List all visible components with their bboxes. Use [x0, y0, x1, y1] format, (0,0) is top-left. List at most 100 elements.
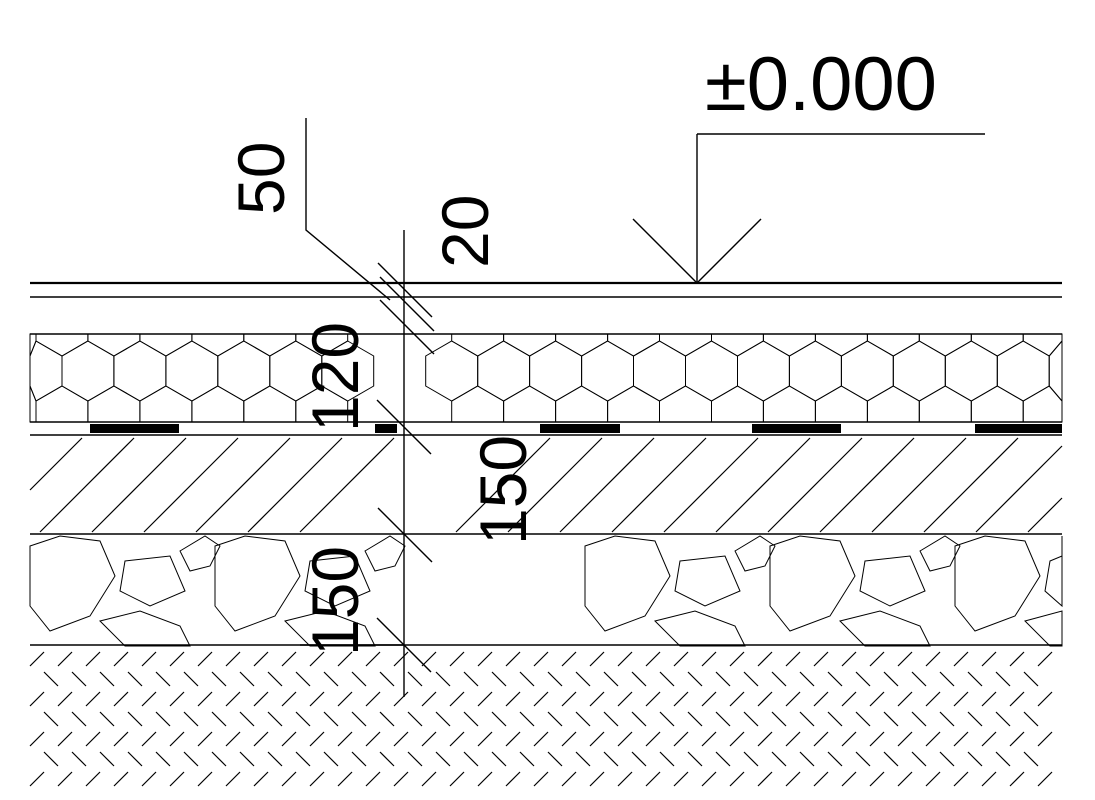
soil-hatch-stroke — [155, 711, 171, 727]
soil-hatch-stroke — [925, 691, 941, 707]
soil-hatch-stroke — [617, 731, 633, 747]
rubble-stone — [859, 555, 926, 607]
hexagon-cell — [814, 385, 868, 423]
soil-hatch-stroke — [281, 651, 297, 667]
soil-hatch-stroke — [813, 771, 829, 787]
hexagon-cell — [892, 340, 946, 402]
soil-hatch-stroke — [995, 711, 1011, 727]
soil-hatch-stroke — [603, 671, 619, 687]
soil-hatch-stroke — [869, 771, 885, 787]
soil-hatch-stroke — [29, 731, 45, 747]
soil-hatch-stroke — [1037, 731, 1053, 747]
hexagon-cell — [970, 385, 1024, 423]
soil-hatch-stroke — [799, 671, 815, 687]
soil-hatch-stroke — [253, 651, 269, 667]
soil-hatch-stroke — [351, 671, 367, 687]
soil-hatch-stroke — [939, 671, 955, 687]
soil-hatch-stroke — [127, 671, 143, 687]
soil-hatch-stroke — [491, 711, 507, 727]
soil-hatch-stroke — [897, 651, 913, 667]
soil-hatch-stroke — [435, 751, 451, 767]
soil-hatch-stroke — [43, 671, 59, 687]
soil-hatch-stroke — [57, 731, 73, 747]
concrete-hatch-line — [1027, 497, 1063, 533]
dimension-tick — [377, 262, 433, 318]
soil-hatch-stroke — [505, 771, 521, 787]
soil-hatch-stroke — [603, 751, 619, 767]
soil-hatch-stroke — [981, 731, 997, 747]
soil-hatch-stroke — [841, 651, 857, 667]
soil-hatch-stroke — [169, 771, 185, 787]
soil-hatch-stroke — [85, 731, 101, 747]
soil-hatch-stroke — [729, 771, 745, 787]
soil-hatch-stroke — [575, 751, 591, 767]
soil-hatch-stroke — [337, 731, 353, 747]
soil-hatch-stroke — [939, 711, 955, 727]
soil-hatch-stroke — [421, 771, 437, 787]
soil-hatch-stroke — [393, 691, 409, 707]
soil-hatch-stroke — [225, 731, 241, 747]
soil-hatch-stroke — [365, 771, 381, 787]
soil-hatch-stroke — [561, 771, 577, 787]
hexagon-cell — [217, 340, 271, 402]
dimension-label-50: 50 — [224, 142, 298, 215]
hexagon-cell — [685, 340, 738, 402]
soil-hatch-stroke — [295, 671, 311, 687]
hexagon-cell — [425, 340, 479, 402]
soil-hatch-stroke — [155, 751, 171, 767]
soil-hatch-stroke — [449, 651, 465, 667]
hexagon-cell — [607, 385, 660, 423]
soil-hatch-stroke — [113, 731, 129, 747]
membrane-dash — [752, 424, 841, 433]
soil-hatch-stroke — [645, 771, 661, 787]
soil-hatch-stroke — [869, 691, 885, 707]
elevation-arrow-left — [632, 218, 698, 284]
concrete-hatch-line — [143, 437, 239, 533]
soil-hatch-stroke — [323, 711, 339, 727]
concrete-hatch-line — [663, 437, 759, 533]
hexagon-cell — [762, 385, 816, 423]
rubble-stone — [654, 610, 746, 647]
soil-hatch-stroke — [1009, 731, 1025, 747]
soil-hatch-stroke — [421, 651, 437, 667]
soil-hatch-stroke — [1023, 671, 1039, 687]
soil-hatch-stroke — [449, 771, 465, 787]
soil-hatch-stroke — [393, 731, 409, 747]
hexagon-cell — [840, 340, 894, 402]
soil-hatch-stroke — [743, 751, 759, 767]
insulation-hexagon-pattern — [29, 333, 1063, 423]
rubble-stone — [674, 555, 741, 607]
concrete-hatch-line — [455, 437, 551, 533]
soil-hatch-stroke — [785, 651, 801, 667]
dimension-label-120: 120 — [298, 322, 372, 432]
membrane-dashes — [90, 424, 1062, 433]
soil-hatch-stroke — [407, 671, 423, 687]
soil-hatch-stroke — [99, 671, 115, 687]
soil-hatch-stroke — [29, 651, 45, 667]
soil-hatch-stroke — [561, 651, 577, 667]
soil-hatch-stroke — [477, 731, 493, 747]
soil-hatch-stroke — [393, 771, 409, 787]
soil-hatch-stroke — [267, 711, 283, 727]
concrete-hatch-line — [39, 437, 135, 533]
rubble-stone — [769, 535, 856, 632]
soil-hatch-stroke — [687, 711, 703, 727]
hexagon-cell — [737, 340, 790, 402]
soil-hatch-stroke — [757, 731, 773, 747]
concrete-hatch-line — [507, 437, 603, 533]
soil-hatch-stroke — [407, 751, 423, 767]
hexagon-cell — [944, 340, 998, 402]
hexagon-cell — [633, 340, 686, 402]
soil-hatch-stroke — [813, 651, 829, 667]
soil-hatch-stroke — [827, 671, 843, 687]
soil-hatch-stroke — [785, 771, 801, 787]
soil-hatch-stroke — [211, 751, 227, 767]
soil-hatch-stroke — [841, 771, 857, 787]
hexagon-cell — [555, 385, 609, 423]
soil-hatch-stroke — [477, 651, 493, 667]
soil-hatch-stroke — [71, 751, 87, 767]
soil-hatch-stroke — [169, 731, 185, 747]
soil-hatch-stroke — [85, 691, 101, 707]
soil-hatch-stroke — [519, 751, 535, 767]
soil-hatch-stroke — [855, 711, 871, 727]
